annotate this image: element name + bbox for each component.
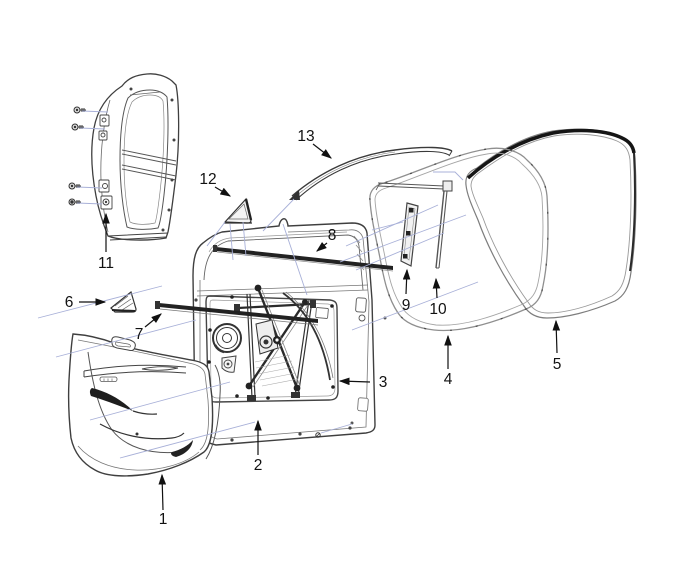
callout-label-12: 12 [199,171,216,188]
speaker [212,323,242,354]
callout-label-3: 3 [379,374,388,391]
callout-label-4: 4 [444,371,453,388]
callout-label-2: 2 [254,457,263,474]
projection-lines [37,110,479,459]
callout-numbers: 1 2 3 4 5 6 7 8 9 10 11 12 13 [65,128,562,528]
callout-arrow-9 [402,268,411,295]
callout-label-1: 1 [159,511,168,528]
callout-label-13: 13 [297,128,314,145]
callout-arrow-7 [144,313,162,328]
screw [73,106,86,114]
callout-arrow-5 [552,319,561,354]
callout-label-5: 5 [553,356,562,373]
molding-tapered-tip [289,190,300,200]
screw [68,182,81,190]
callout-label-11: 11 [98,255,114,272]
glassrun-weatherstrip-loop [369,147,549,332]
callout-arrow-10 [432,277,441,299]
screw [71,123,84,131]
callout-label-6: 6 [65,294,74,311]
callout-label-7: 7 [135,326,144,343]
callout-arrow-8 [316,242,328,252]
door-trim-panel [67,333,221,477]
brand-badge [99,376,118,382]
upper-channel-bar [375,180,453,192]
frame-molding-band [289,146,453,201]
window-regulator [205,284,339,403]
callout-arrow-12 [214,186,232,197]
delta-cover-outer [223,197,253,224]
callout-arrow-13 [312,143,332,159]
delta-cover-inner [110,290,137,313]
callout-arrow-1 [158,473,167,511]
screw [68,198,81,206]
callout-label-9: 9 [402,297,411,314]
door-weatherstrip-loop [465,128,637,319]
callout-arrow-3 [338,377,371,386]
glassrun-channel-strip [435,190,448,269]
division-channel-plate [400,202,419,267]
mounting-screws [68,106,86,206]
screw-small [315,432,321,438]
callouts [79,143,561,511]
door-shell-assembly [91,73,180,241]
inner-belt-weatherstrip [155,301,319,326]
callout-label-10: 10 [429,301,447,318]
callout-label-8: 8 [328,227,337,244]
